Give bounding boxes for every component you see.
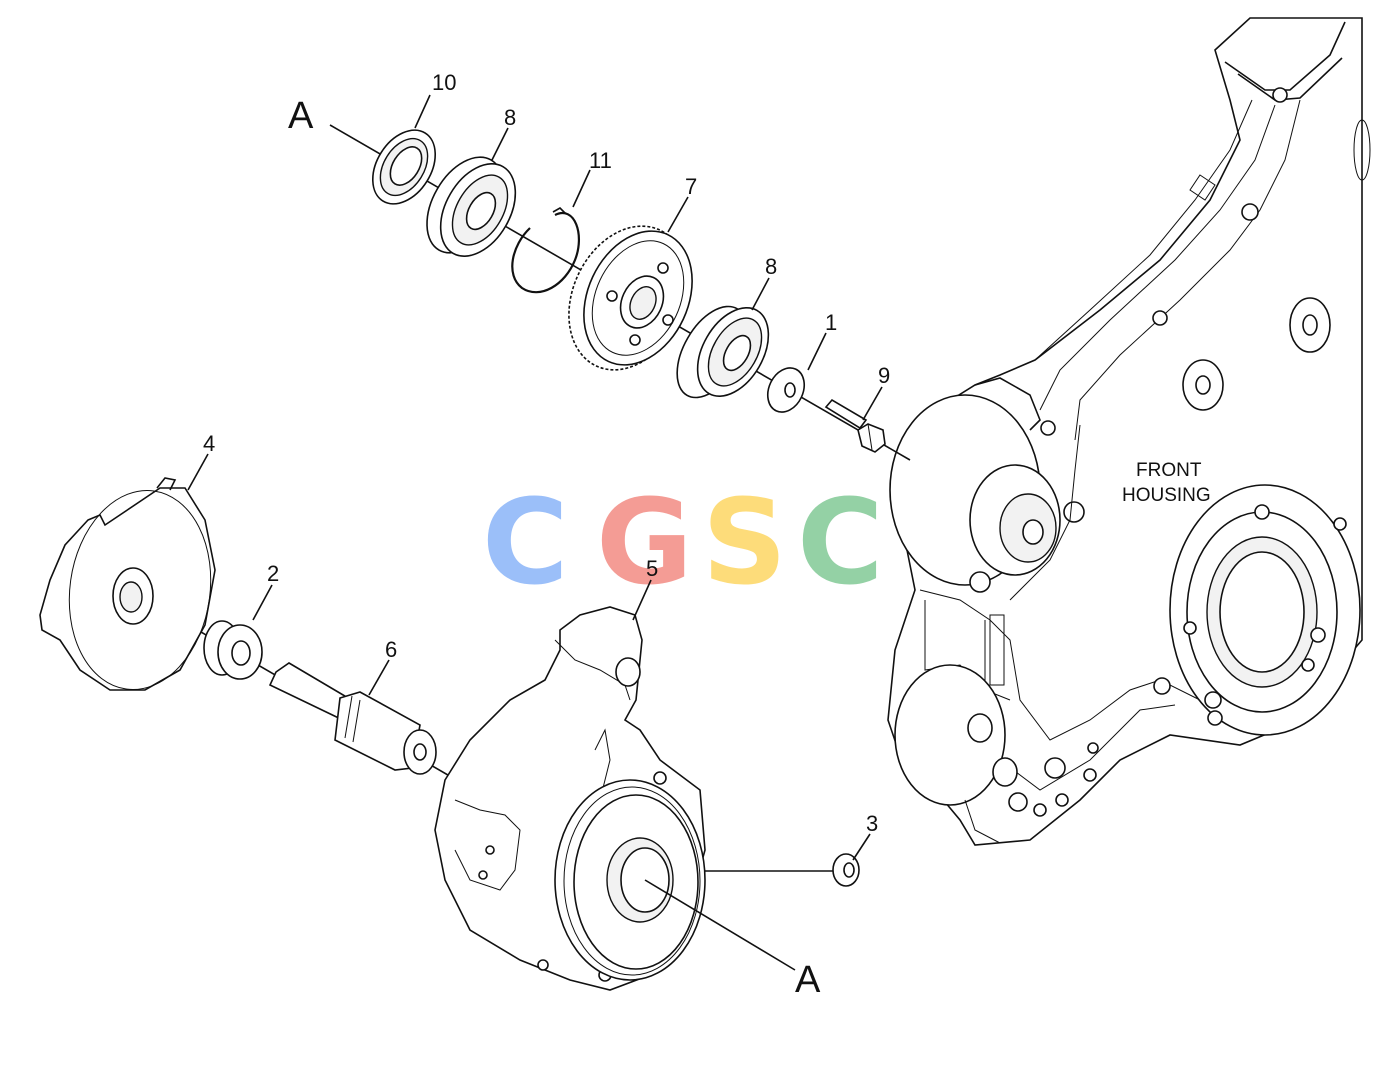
snap-ring-part-11	[511, 207, 580, 294]
front-housing	[887, 17, 1371, 846]
bearing-part-8-upper	[426, 156, 517, 257]
shaft-part-6	[268, 662, 437, 775]
callout-4: 4	[203, 431, 215, 456]
callout-7: 7	[685, 174, 697, 199]
bearing-part-8-lower	[676, 305, 770, 399]
nut-part-3	[705, 853, 860, 887]
front-housing-label-line1: FRONT	[1136, 460, 1202, 481]
callout-8-upper: 8	[504, 105, 516, 130]
watermark: C G S C	[482, 473, 884, 611]
callout-3: 3	[866, 811, 878, 836]
spacer-part-2	[203, 620, 263, 680]
callout-10: 10	[432, 70, 456, 95]
front-housing-label-line2: HOUSING	[1122, 485, 1211, 506]
watermark-letter: C	[797, 473, 884, 611]
watermark-letter: G	[596, 473, 693, 611]
callout-6: 6	[385, 637, 397, 662]
idler-housing-part-5	[434, 606, 706, 991]
seal-part-10	[371, 129, 437, 205]
watermark-letter: C	[482, 473, 569, 611]
leader-lines	[187, 94, 883, 971]
section-label-a-top: A	[288, 95, 314, 137]
bolt-part-9	[824, 398, 886, 453]
callout-2: 2	[267, 561, 279, 586]
watermark-letter: S	[702, 473, 787, 611]
gear-part-7	[568, 225, 693, 371]
section-label-a-bottom: A	[795, 959, 821, 1001]
callout-11: 11	[589, 148, 612, 173]
callout-9: 9	[878, 363, 890, 388]
callout-8-lower: 8	[765, 254, 777, 279]
callout-5: 5	[646, 556, 658, 581]
callout-1: 1	[825, 310, 837, 335]
cover-plate-part-4	[39, 477, 216, 691]
washer-part-1	[766, 367, 806, 413]
